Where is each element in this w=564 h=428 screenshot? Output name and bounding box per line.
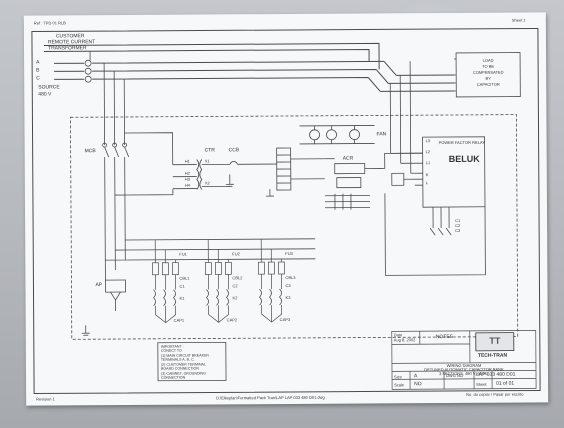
important-line-7: CONNECTION bbox=[161, 376, 186, 381]
h1-label: H1 bbox=[184, 158, 190, 164]
stage-2-fuse: FU2 bbox=[232, 251, 240, 257]
pfr-k: K bbox=[425, 172, 429, 178]
dwg-label: DWG NO bbox=[446, 372, 463, 379]
pfr-l1: L1 bbox=[425, 160, 431, 166]
dwg-number: LAP 033 480 D01 bbox=[475, 371, 516, 378]
pfr-brand: BELUK bbox=[448, 153, 480, 165]
stage-2-reactor: K2 bbox=[232, 295, 238, 301]
load-label-3: COMPENSATED bbox=[472, 69, 504, 75]
scale-label: Scale bbox=[394, 382, 405, 388]
stage-3-fuse: FU3 bbox=[285, 250, 293, 257]
sheet-of: 01 of 01 bbox=[496, 380, 515, 387]
h4-label: H4 bbox=[184, 182, 190, 188]
title-block-lines bbox=[391, 330, 537, 390]
notes-label: NOTES bbox=[435, 333, 454, 341]
load-label-1: LOAD bbox=[482, 57, 494, 63]
stage-3-contactor: C3 bbox=[285, 282, 291, 289]
ccb-label: CCB bbox=[228, 147, 240, 154]
ctr-label: CTR bbox=[204, 147, 215, 154]
mcb-label: MCB bbox=[84, 148, 96, 155]
scale-value: NO bbox=[414, 381, 422, 388]
pfr-box bbox=[422, 136, 486, 208]
acr-label: ACR bbox=[342, 155, 354, 162]
voltage-label: 480 V bbox=[38, 91, 52, 98]
acr-symbol bbox=[324, 152, 423, 210]
stage-1-contactor: C1 bbox=[179, 283, 185, 289]
copy-note: No. do copiar / Pasar por escrito bbox=[466, 391, 524, 397]
pfr-l: L bbox=[425, 180, 429, 186]
pfr-c3: C3 bbox=[455, 227, 461, 233]
sheet-number: Sheet 1 bbox=[511, 17, 526, 23]
capacitor-stages bbox=[151, 239, 285, 324]
phase-b-label: B bbox=[36, 67, 40, 74]
important-notes: IMPORTANT : CONECT TO (1) MAIN CIRCUIT B… bbox=[161, 344, 209, 381]
stage-1-fuse: FU1 bbox=[179, 251, 187, 257]
capacitor-bus bbox=[105, 238, 316, 261]
tech-tran-logo-mark: TT bbox=[489, 335, 501, 346]
stage-1-capacitor: CAP1 bbox=[173, 317, 185, 323]
current-transformer-symbol bbox=[84, 51, 92, 83]
sheet-border bbox=[31, 27, 541, 395]
important-box bbox=[157, 341, 227, 382]
company-name: TECH-TRAN bbox=[477, 352, 508, 359]
stage-3-capacitor: CAP3 bbox=[279, 316, 291, 323]
x1-label: X1 bbox=[204, 158, 210, 164]
ccb-symbol bbox=[224, 160, 275, 165]
main-bus-lines bbox=[43, 42, 455, 92]
pfr-title: POWER FACTOR RELAY bbox=[438, 139, 485, 146]
stage-3-cbl: CBL3 bbox=[285, 274, 296, 281]
h3-label: H3 bbox=[184, 176, 190, 182]
load-label-5: CAPACITOR bbox=[476, 81, 500, 87]
stage-1-cbl: CBL1 bbox=[179, 275, 190, 281]
date-value: Aug 8, 2002 bbox=[393, 337, 416, 343]
load-label-2: TO BE bbox=[482, 63, 495, 69]
fan-label: FAN bbox=[376, 131, 387, 138]
mcb-feed-lines bbox=[102, 63, 130, 281]
source-label: SOURCE bbox=[38, 84, 60, 91]
cabinet-outline bbox=[70, 114, 519, 340]
stage-1-reactor: K1 bbox=[179, 295, 185, 301]
sheet-reference: Ref : TPD 01 RLB bbox=[33, 20, 66, 26]
load-label-4: BY bbox=[485, 75, 491, 81]
size-value: A bbox=[414, 373, 418, 380]
schematic-drawing bbox=[31, 27, 541, 395]
stage-3-reactor: K3 bbox=[285, 294, 291, 301]
pfr-l2: L2 bbox=[425, 149, 431, 155]
arrester-symbol bbox=[105, 279, 126, 312]
stage-2-cbl: CBL2 bbox=[232, 275, 243, 281]
pfr-wiring bbox=[384, 61, 486, 276]
phase-c-label: C bbox=[36, 75, 40, 82]
tech-tran-logo bbox=[475, 332, 515, 352]
control-transformer-symbol bbox=[114, 132, 230, 196]
ap-label: AP bbox=[95, 282, 103, 289]
wiring-diagram-sheet: Ref : TPD 01 RLB Sheet 1 CUSTOMER REMOTE… bbox=[23, 12, 549, 406]
x2-label: X2 bbox=[204, 180, 210, 186]
phase-a-label: A bbox=[36, 59, 40, 66]
size-label: Size bbox=[394, 374, 402, 380]
pfr-l3: L3 bbox=[425, 138, 431, 144]
file-path: D:\Elkeplan\Formatted Pack Tran\LAP LAP … bbox=[216, 394, 325, 401]
stage-2-contactor: C2 bbox=[232, 283, 238, 289]
customer-ct-label-3: TRANSFORMER bbox=[47, 45, 87, 52]
h2-label: H2 bbox=[184, 170, 190, 176]
stage-2-capacitor: CAP2 bbox=[226, 317, 238, 323]
terminal-strip bbox=[274, 147, 325, 191]
sheet-label: Sheet bbox=[476, 381, 487, 387]
revision-label: Revision 1 bbox=[36, 396, 55, 402]
fan-symbols bbox=[299, 125, 375, 145]
